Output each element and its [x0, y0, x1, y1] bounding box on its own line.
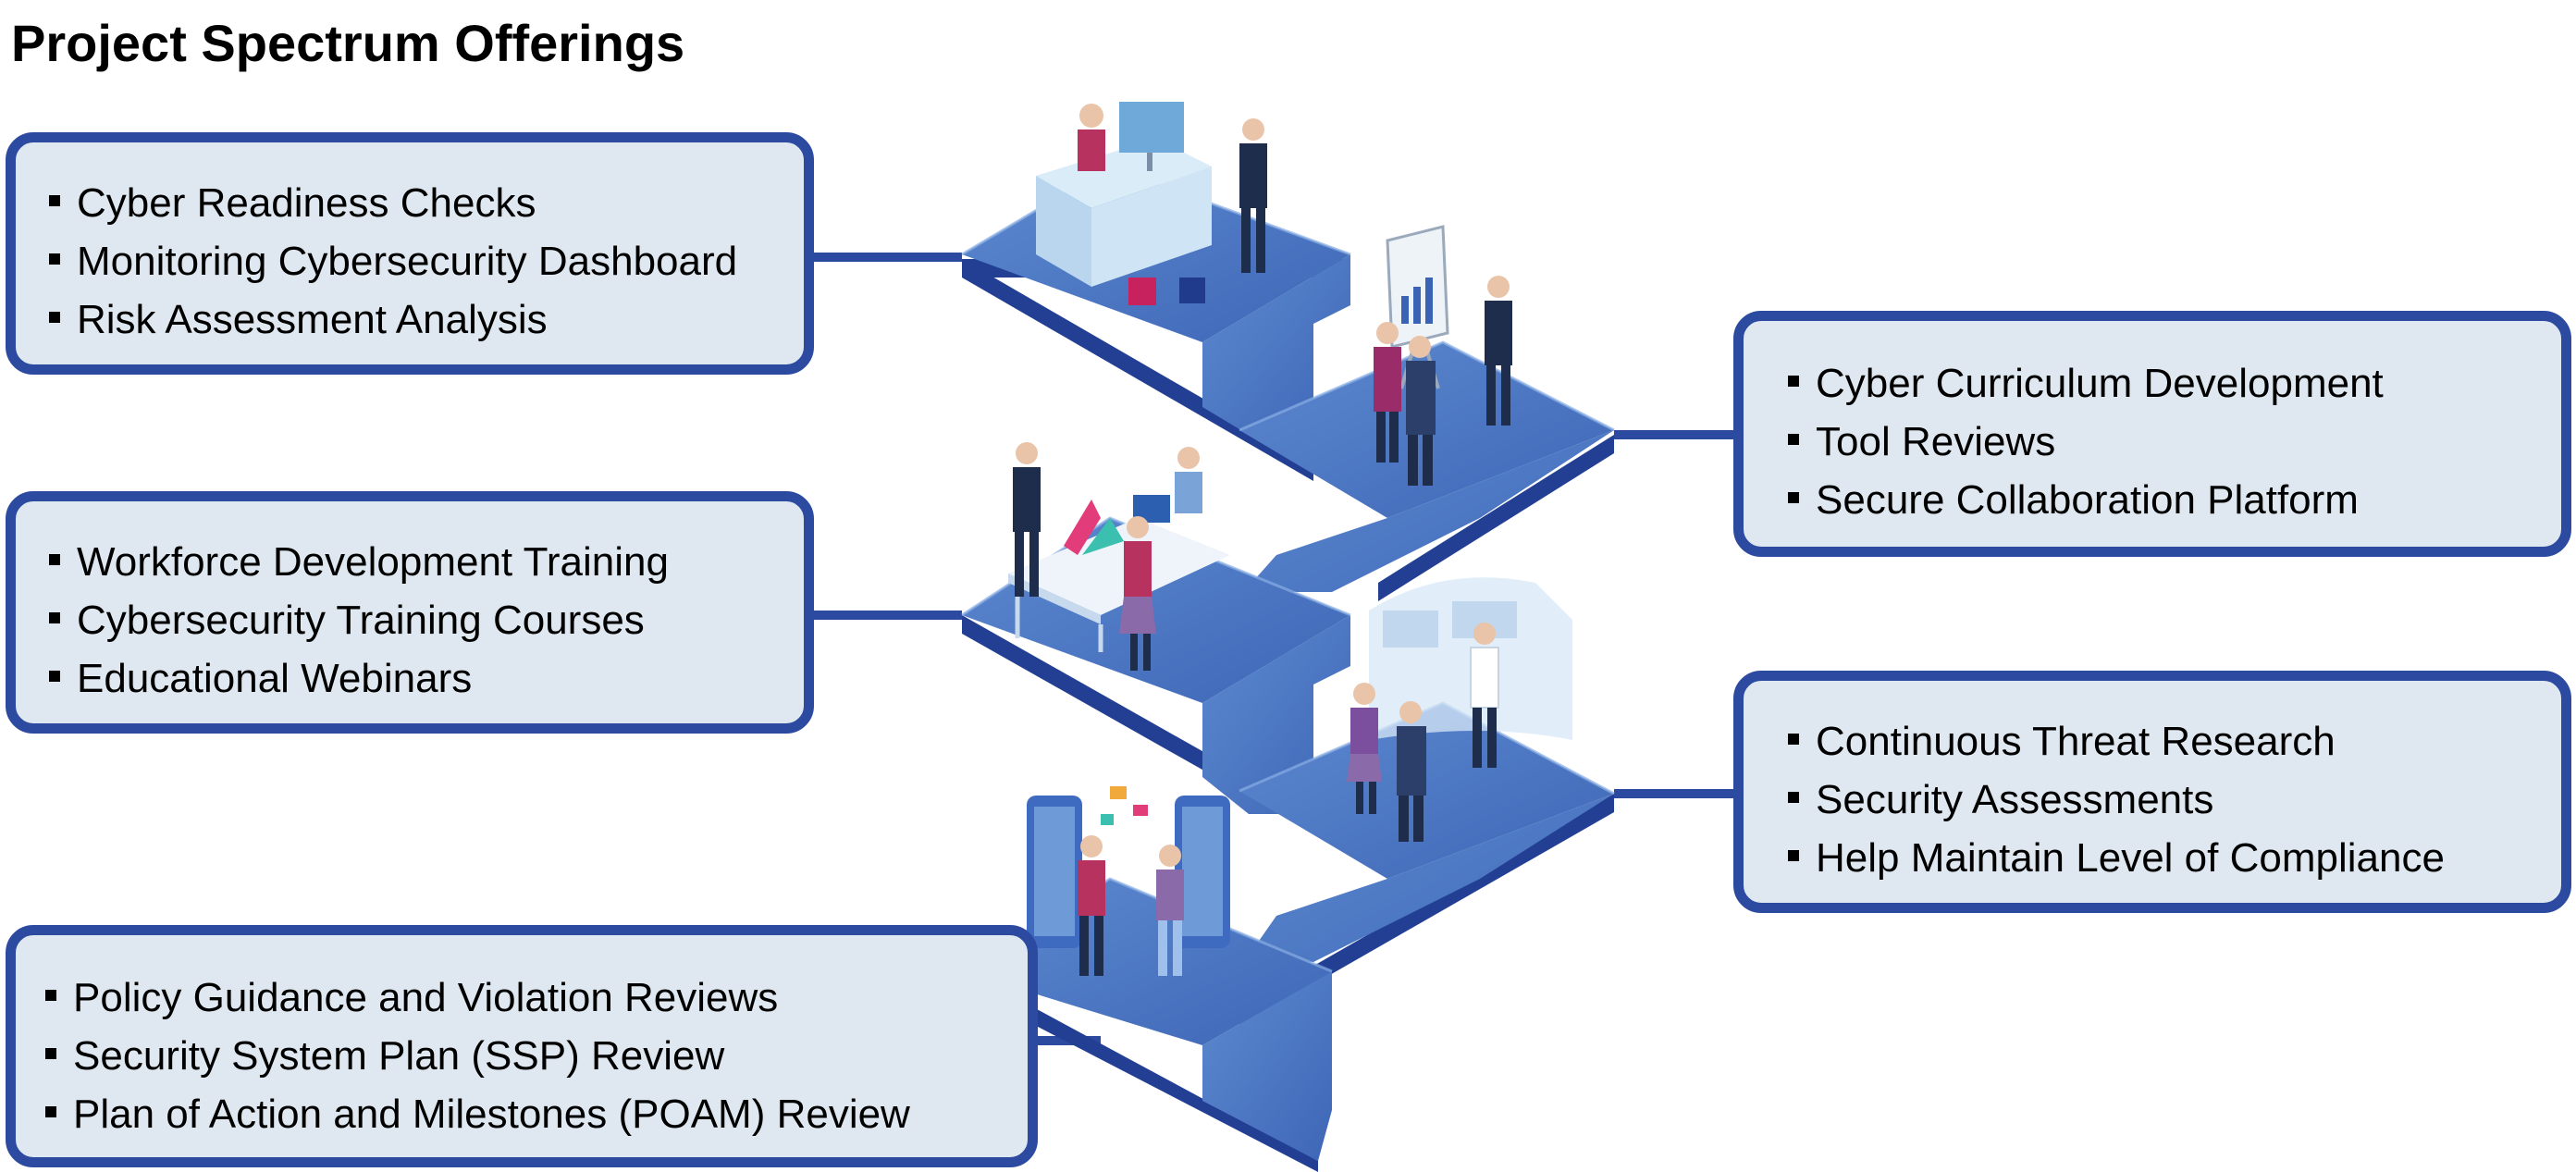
- offering-item: Risk Assessment Analysis: [49, 290, 804, 349]
- path-segment-1: [1202, 254, 1350, 435]
- offering-item-text: Monitoring Cybersecurity Dashboard: [77, 239, 738, 284]
- offering-item: Monitoring Cybersecurity Dashboard: [49, 232, 804, 290]
- offering-box-2: Cyber Curriculum Development Tool Review…: [1733, 311, 2571, 557]
- offering-item-text: Help Maintain Level of Compliance: [1816, 835, 2445, 881]
- presentation-board-scene-icon: [1374, 225, 1512, 486]
- bullet-icon: [49, 554, 60, 566]
- offering-item: Cybersecurity Training Courses: [49, 591, 804, 649]
- bullet-icon: [45, 1048, 56, 1060]
- offering-item-text: Security System Plan (SSP) Review: [73, 1033, 725, 1079]
- offering-item: Help Maintain Level of Compliance: [1788, 829, 2561, 887]
- bullet-icon: [1788, 434, 1799, 446]
- offering-list-2: Cyber Curriculum Development Tool Review…: [1788, 354, 2561, 529]
- offering-list-1: Cyber Readiness Checks Monitoring Cybers…: [49, 174, 804, 349]
- offering-item-text: Cyber Readiness Checks: [77, 180, 536, 226]
- offering-box-5: Policy Guidance and Violation Reviews Se…: [6, 925, 1038, 1167]
- bullet-icon: [49, 312, 60, 324]
- offering-item-text: Educational Webinars: [77, 656, 473, 701]
- offering-item-text: Tool Reviews: [1816, 419, 2056, 464]
- path-segment-5: [1202, 971, 1332, 1161]
- offering-box-1: Cyber Readiness Checks Monitoring Cybers…: [6, 132, 814, 375]
- path-segment-2: [1202, 430, 1614, 638]
- bullet-icon: [1788, 734, 1799, 746]
- offering-item-text: Cyber Curriculum Development: [1816, 361, 2384, 406]
- offering-item: Policy Guidance and Violation Reviews: [45, 968, 1028, 1027]
- offering-box-4: Continuous Threat Research Security Asse…: [1733, 671, 2571, 913]
- offering-item: Security System Plan (SSP) Review: [45, 1027, 1028, 1085]
- offering-item-text: Workforce Development Training: [77, 539, 669, 585]
- offering-item-text: Secure Collaboration Platform: [1816, 477, 2359, 523]
- bullet-icon: [45, 1106, 56, 1118]
- offering-item-text: Security Assessments: [1816, 777, 2214, 822]
- bullet-icon: [1788, 850, 1799, 862]
- mobile-screens-scene-icon: [1027, 786, 1230, 976]
- offering-item-text: Policy Guidance and Violation Reviews: [73, 975, 779, 1020]
- offering-item-text: Plan of Action and Milestones (POAM) Rev…: [73, 1092, 910, 1137]
- offering-item-text: Risk Assessment Analysis: [77, 297, 548, 342]
- office-desk-scene-icon: [1036, 102, 1267, 305]
- offering-item: Continuous Threat Research: [1788, 712, 2561, 771]
- offering-item-text: Cybersecurity Training Courses: [77, 598, 645, 643]
- offering-list-5: Policy Guidance and Violation Reviews Se…: [45, 968, 1028, 1143]
- bullet-icon: [1788, 792, 1799, 804]
- virtual-screen-scene-icon: [1347, 577, 1572, 842]
- offering-item: Secure Collaboration Platform: [1788, 471, 2561, 529]
- offering-item-text: Continuous Threat Research: [1816, 719, 2336, 764]
- offering-item: Security Assessments: [1788, 771, 2561, 829]
- offering-item: Workforce Development Training: [49, 533, 804, 591]
- bullet-icon: [49, 671, 60, 683]
- bullet-icon: [1788, 376, 1799, 388]
- bullet-icon: [49, 253, 60, 265]
- connector-lines: [812, 253, 1739, 1045]
- offering-item: Plan of Action and Milestones (POAM) Rev…: [45, 1085, 1028, 1143]
- offering-list-4: Continuous Threat Research Security Asse…: [1788, 712, 2561, 887]
- bullet-icon: [45, 990, 56, 1002]
- team-meeting-table-scene-icon: [1008, 442, 1230, 671]
- platform-4: [1239, 703, 1614, 879]
- offering-item: Tool Reviews: [1788, 413, 2561, 471]
- bullet-icon: [49, 612, 60, 624]
- offering-item: Cyber Readiness Checks: [49, 174, 804, 232]
- bullet-icon: [49, 195, 60, 207]
- offering-item: Cyber Curriculum Development: [1788, 354, 2561, 413]
- bullet-icon: [1788, 492, 1799, 504]
- offering-list-3: Workforce Development Training Cybersecu…: [49, 533, 804, 708]
- page-title: Project Spectrum Offerings: [11, 14, 685, 72]
- offering-box-3: Workforce Development Training Cybersecu…: [6, 491, 814, 734]
- offering-item: Educational Webinars: [49, 649, 804, 708]
- path-segment-4: [1212, 794, 1614, 1008]
